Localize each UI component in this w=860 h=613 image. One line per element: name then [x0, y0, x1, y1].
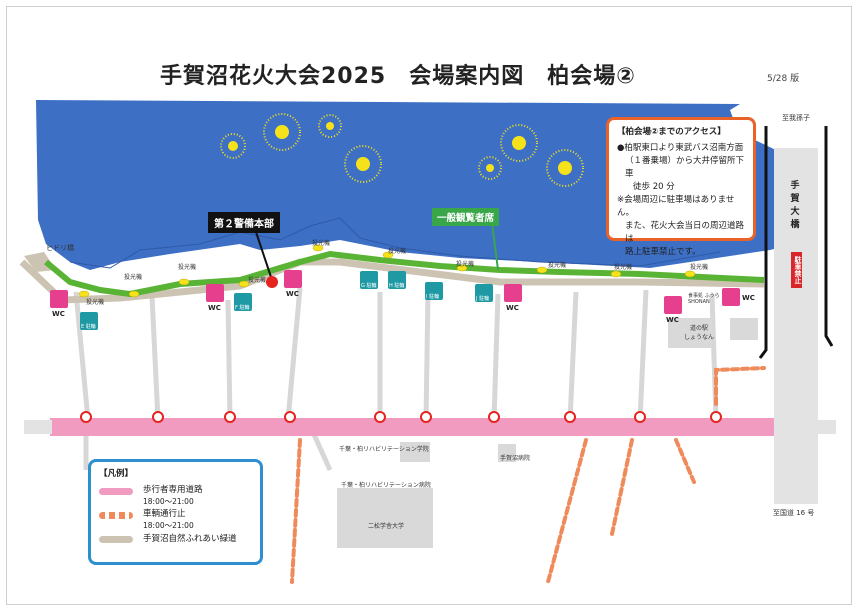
wc-label: WC	[286, 290, 299, 298]
bridge-rail-right	[824, 126, 834, 347]
building-hospital	[498, 444, 516, 462]
toilet-icon	[722, 288, 740, 306]
floodlight-label: 投光機	[124, 274, 143, 281]
legend-item-trail: 手賀沼自然ふれあい緑道	[99, 533, 252, 557]
bicycle-parking-icon: I 駐輪	[425, 282, 443, 300]
bridge-rail-left	[758, 126, 768, 359]
toilet-icon	[206, 284, 224, 302]
hospital-school-label: 千葉・柏リハビリテーション病院	[341, 482, 431, 489]
floodlight-label: 投光機	[248, 277, 267, 284]
school-label: 千葉・柏リハビリテーション学院	[339, 446, 429, 453]
legend-swatch	[99, 512, 133, 519]
toilet-icon	[50, 290, 68, 308]
toilet-icon	[664, 296, 682, 314]
legend-label: 車輌通行止	[143, 509, 186, 519]
version-label: 5/28 版	[767, 74, 800, 84]
hq-pointer	[255, 231, 273, 281]
access-line: ※会場周辺に駐車場はありません。	[617, 195, 735, 218]
hq-marker	[266, 276, 278, 288]
wc-label: WC	[208, 304, 221, 312]
to-route16-label: 至国道 16 号	[773, 509, 815, 517]
hidori-bridge-label: ヒドリ橋	[46, 244, 74, 252]
legend-swatch	[99, 536, 133, 543]
access-heading: 【柏会場②までのアクセス】	[617, 127, 726, 137]
bicycle-parking-icon: G 駐輪	[360, 271, 378, 289]
gv-pointer	[491, 221, 499, 271]
access-line: また、花火大会当日の周辺道路は	[625, 221, 745, 244]
legend-time: 18:00～21:00	[143, 521, 194, 530]
building-school	[400, 442, 430, 462]
bridge-deck	[774, 148, 818, 504]
floodlight-label: 投光機	[614, 264, 633, 271]
floodlight-label: 投光機	[548, 262, 567, 269]
legend-time: 18:00～21:00	[143, 497, 194, 506]
toilet-icon	[504, 284, 522, 302]
closed-roads	[290, 366, 766, 584]
no-entry-signs	[80, 411, 722, 423]
wc-label: WC	[52, 310, 65, 318]
building-restaurant	[730, 318, 758, 340]
legend-label: 手賀沼自然ふれあい緑道	[143, 534, 237, 544]
legend-heading: 【凡例】	[99, 469, 134, 479]
page-title: 手賀沼花火大会2025 会場案内図 柏会場②	[160, 64, 636, 89]
legend-label: 歩行者専用道路	[143, 485, 203, 495]
floodlight-label: 投光機	[456, 261, 475, 268]
wc-label: WC	[742, 294, 755, 302]
road-west	[24, 420, 52, 434]
access-line: （１番乗場）から大井停留所下車	[625, 156, 745, 179]
access-line: 路上駐車禁止です。	[625, 247, 701, 257]
floodlight-label: 投光機	[178, 264, 197, 271]
road-ext	[774, 420, 836, 434]
hospital-label: 手賀沼病院	[500, 455, 531, 462]
bridge-label: 手賀大橋	[790, 181, 800, 230]
side-roads	[73, 287, 719, 472]
access-line: ●柏駅東口より東武バス沼南方面	[617, 143, 744, 153]
restaurant-label: 食事処 ふうら SHONAN	[688, 293, 720, 305]
fireworks	[220, 113, 584, 187]
bicycle-parking-icon: E 駐輪	[80, 312, 98, 330]
wc-label: WC	[506, 304, 519, 312]
legend-swatch	[99, 488, 133, 495]
floodlight-label: 投光機	[312, 240, 331, 247]
building-michinoeki	[668, 318, 712, 348]
access-info-box: 【柏会場②までのアクセス】 ●柏駅東口より東武バス沼南方面 （１番乗場）から大井…	[606, 117, 756, 257]
general-viewing-label: 一般観覧者席	[432, 208, 500, 226]
bicycle-parking-icon: F 駐輪	[234, 293, 252, 311]
lake-shore	[69, 217, 721, 269]
building-university	[337, 488, 433, 548]
bicycle-parking-icon: J 駐輪	[475, 284, 493, 302]
floodlight-label: 投光機	[388, 248, 407, 255]
viewing-path	[44, 251, 765, 297]
access-line: 徒歩 20 分	[633, 182, 675, 192]
hq-label: 第２警備本部	[208, 212, 280, 233]
floodlight-label: 投光機	[86, 299, 105, 306]
to-abiko-label: 至我孫子	[782, 114, 810, 122]
legend-item-closed: 車輌通行止 18:00～21:00	[99, 509, 252, 533]
trail-route	[19, 258, 765, 304]
michinoeki-label: 道の駅 しょうなん	[684, 325, 715, 341]
legend-box: 【凡例】 歩行者専用道路 18:00～21:00 車輌通行止 18:00～21:00…	[88, 459, 263, 565]
university-label: 二松学舎大学	[368, 523, 405, 530]
wc-label: WC	[666, 316, 679, 324]
map-frame	[6, 6, 852, 605]
firework-cores	[228, 122, 572, 175]
floodlights	[78, 244, 696, 298]
legend-item-pedestrian: 歩行者専用道路 18:00～21:00	[99, 485, 252, 509]
toilet-icon	[284, 270, 302, 288]
floodlight-label: 投光機	[690, 264, 709, 271]
bicycle-parking-icon: H 駐輪	[388, 271, 406, 289]
no-parking-sign: 駐車禁止	[791, 252, 802, 288]
